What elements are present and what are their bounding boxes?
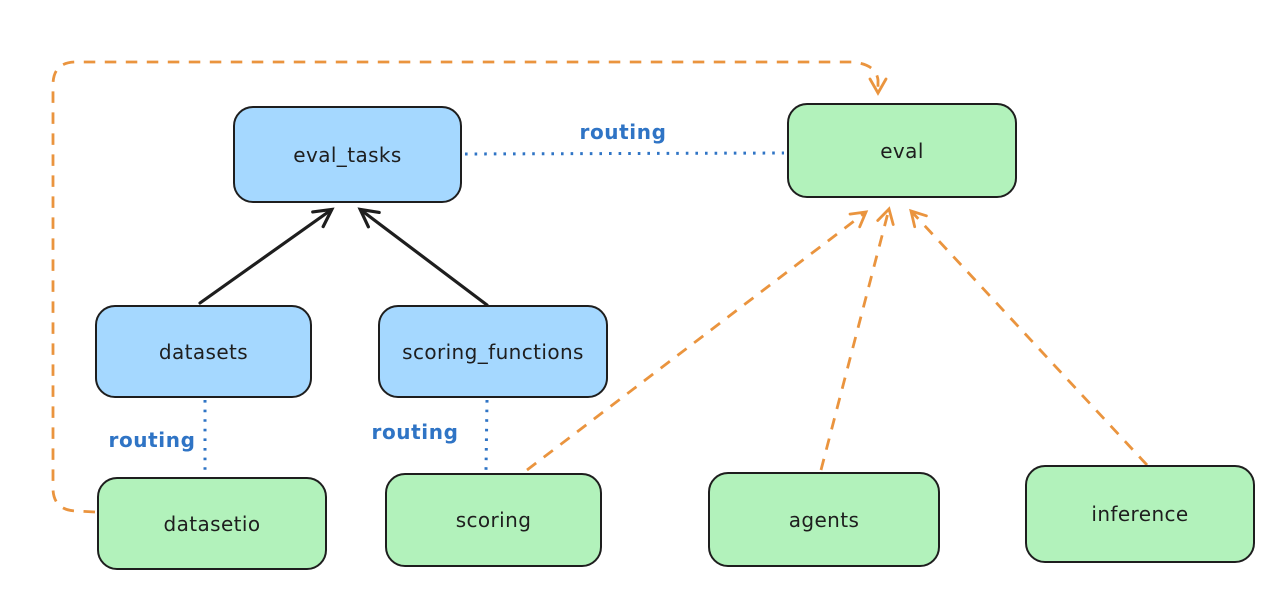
node-label-scoring_functions: scoring_functions bbox=[402, 339, 584, 364]
node-datasetio: datasetio bbox=[97, 477, 327, 570]
edge-label-routing-3: routing bbox=[371, 420, 459, 444]
node-label-inference: inference bbox=[1091, 502, 1189, 526]
node-label-eval_tasks: eval_tasks bbox=[293, 142, 402, 167]
edge-datasets-to-eval-tasks bbox=[198, 207, 335, 305]
node-eval_tasks: eval_tasks bbox=[233, 106, 462, 203]
node-label-scoring: scoring bbox=[455, 508, 532, 532]
node-eval: eval bbox=[787, 103, 1017, 198]
edge-agents-to-eval bbox=[819, 206, 895, 471]
edge-scoring-functions-to-eval-tasks bbox=[357, 207, 489, 307]
edge-eval-tasks-to-eval-routing bbox=[464, 151, 785, 156]
node-label-datasetio: datasetio bbox=[163, 511, 261, 536]
node-label-datasets: datasets bbox=[158, 339, 249, 364]
node-datasets: datasets bbox=[95, 305, 312, 398]
edge-label-routing-2: routing bbox=[108, 428, 196, 452]
edge-scoring-to-eval bbox=[526, 210, 869, 472]
edge-scoring-functions-to-scoring-routing bbox=[484, 399, 489, 471]
edge-inference-to-eval bbox=[909, 208, 1149, 466]
node-agents: agents bbox=[708, 472, 940, 567]
edge-label-routing-1: routing bbox=[579, 120, 667, 144]
node-inference: inference bbox=[1025, 465, 1255, 563]
node-scoring_functions: scoring_functions bbox=[378, 305, 608, 398]
node-label-agents: agents bbox=[788, 507, 860, 532]
node-label-eval: eval bbox=[880, 138, 924, 163]
node-scoring: scoring bbox=[385, 473, 602, 567]
